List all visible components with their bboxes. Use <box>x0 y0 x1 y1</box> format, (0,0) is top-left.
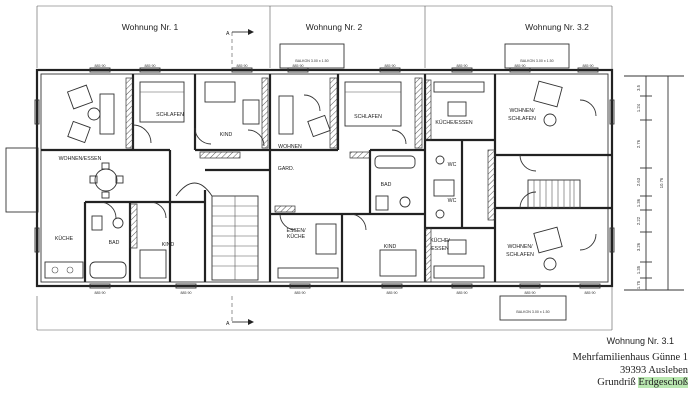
room-label: KIND <box>384 244 397 250</box>
header-wohnung-3-2: Wohnung Nr. 3.2 <box>525 22 589 32</box>
window-tag: 885 90 <box>583 64 594 68</box>
stairs-right <box>527 179 581 209</box>
window-tag: 885 90 <box>295 291 306 295</box>
balcony-label: BALKON 3.00 x 1.50 <box>295 59 328 63</box>
furniture <box>44 80 563 279</box>
header-wohnung-1: Wohnung Nr. 1 <box>122 22 179 32</box>
room-label: BAD <box>381 182 392 188</box>
dimension-label: 1.35 <box>636 265 641 274</box>
drawing-title: Grundriß Erdgeschoß <box>448 377 688 390</box>
room-label: WOHNEN/ <box>509 108 535 114</box>
section-label-bottom: A <box>226 321 230 327</box>
dimension-chain: 3.5 1.24 2.76 2.63 1.36 2.22 3.26 1.35 1… <box>624 75 684 291</box>
room-label: KÜCHE <box>55 235 74 242</box>
window-tag: 885 90 <box>525 291 536 295</box>
room-label: ESSEN <box>431 246 449 252</box>
room-label: KIND <box>220 132 233 138</box>
window-tag: 885 90 <box>293 64 304 68</box>
balcony-bottom-right: BALKON 3.00 x 1.50 <box>499 295 567 321</box>
dimension-label: 3.5 <box>636 84 641 90</box>
room-label: WOHNEN <box>278 144 302 150</box>
section-marker-bottom: A <box>226 296 254 327</box>
room-label: WOHNEN/ <box>507 244 533 250</box>
title-block: Wohnung Nr. 3.1 Mehrfamilienhaus Günne 1… <box>448 336 688 390</box>
room-label: KÜCHE/ <box>430 237 450 244</box>
window-tag: 885 90 <box>95 291 106 295</box>
room-label: KÜCHE/ESSEN <box>435 119 472 126</box>
hatched-shafts <box>125 77 496 283</box>
entrance-porch <box>5 147 39 213</box>
section-marker-top: A <box>226 29 254 64</box>
stairs-main <box>175 182 259 281</box>
window-tag: 885 90 <box>385 64 396 68</box>
dimension-label: 2.22 <box>636 216 641 225</box>
dimension-label: 10.76 <box>659 177 664 188</box>
window-tag: 885 90 <box>585 291 596 295</box>
room-label: GARD. <box>278 166 294 172</box>
room-label: WC <box>448 198 457 204</box>
balcony-top-mid: BALKON 3.00 x 1.50 <box>279 43 345 69</box>
dimension-label: 1.36 <box>636 198 641 207</box>
project-address: 39393 Ausleben <box>620 364 688 376</box>
room-label: SCHLAFEN <box>156 112 184 118</box>
section-label-top: A <box>226 31 230 37</box>
window-marks <box>34 67 615 289</box>
dimension-label: 2.76 <box>636 139 641 148</box>
room-label: SCHLAFEN <box>506 252 534 258</box>
window-tag: 885 90 <box>515 64 526 68</box>
balcony-label: BALKON 3.00 x 1.50 <box>516 310 549 314</box>
dimension-label: 1.24 <box>636 103 641 112</box>
project-name: Mehrfamilienhaus Günne 1 <box>572 352 688 363</box>
room-label: BAD <box>109 240 120 246</box>
drawing-title-floor: Erdgeschoß <box>638 377 688 388</box>
outer-walls <box>35 68 614 288</box>
room-label: KÜCHE <box>287 233 306 240</box>
header-wohnung-3-1: Wohnung Nr. 3.1 <box>606 336 674 346</box>
room-label: WOHNEN/ESSEN <box>59 156 102 162</box>
window-tags: 885 90 885 90 885 90 885 90 885 90 885 9… <box>95 64 596 295</box>
drawing-title-prefix: Grundriß <box>597 377 639 388</box>
room-label: KIND <box>162 242 175 248</box>
room-label: WC <box>448 162 457 168</box>
window-tag: 885 90 <box>387 291 398 295</box>
room-labels: WOHNEN/ESSEN SCHLAFEN KIND KÜCHE BAD KIN… <box>55 108 536 258</box>
window-tag: 885 90 <box>95 64 106 68</box>
room-label: SCHLAFEN <box>508 116 536 122</box>
dimension-label: 3.26 <box>636 242 641 251</box>
balcony-top-right: BALKON 3.00 x 1.50 <box>504 43 570 69</box>
header-wohnung-2: Wohnung Nr. 2 <box>306 22 363 32</box>
dimension-label: 1.75 <box>636 280 641 289</box>
door-swings <box>99 94 597 251</box>
window-tag: 885 90 <box>237 64 248 68</box>
drawing-frame <box>36 5 613 331</box>
window-tag: 885 90 <box>145 64 156 68</box>
balcony-label: BALKON 3.00 x 1.50 <box>520 59 553 63</box>
dimension-label: 2.63 <box>636 177 641 186</box>
window-tag: 885 90 <box>457 64 468 68</box>
window-tag: 885 90 <box>457 291 468 295</box>
window-tag: 885 90 <box>181 291 192 295</box>
room-label: SCHLAFEN <box>354 114 382 120</box>
room-label: ESSEN/ <box>286 228 306 234</box>
